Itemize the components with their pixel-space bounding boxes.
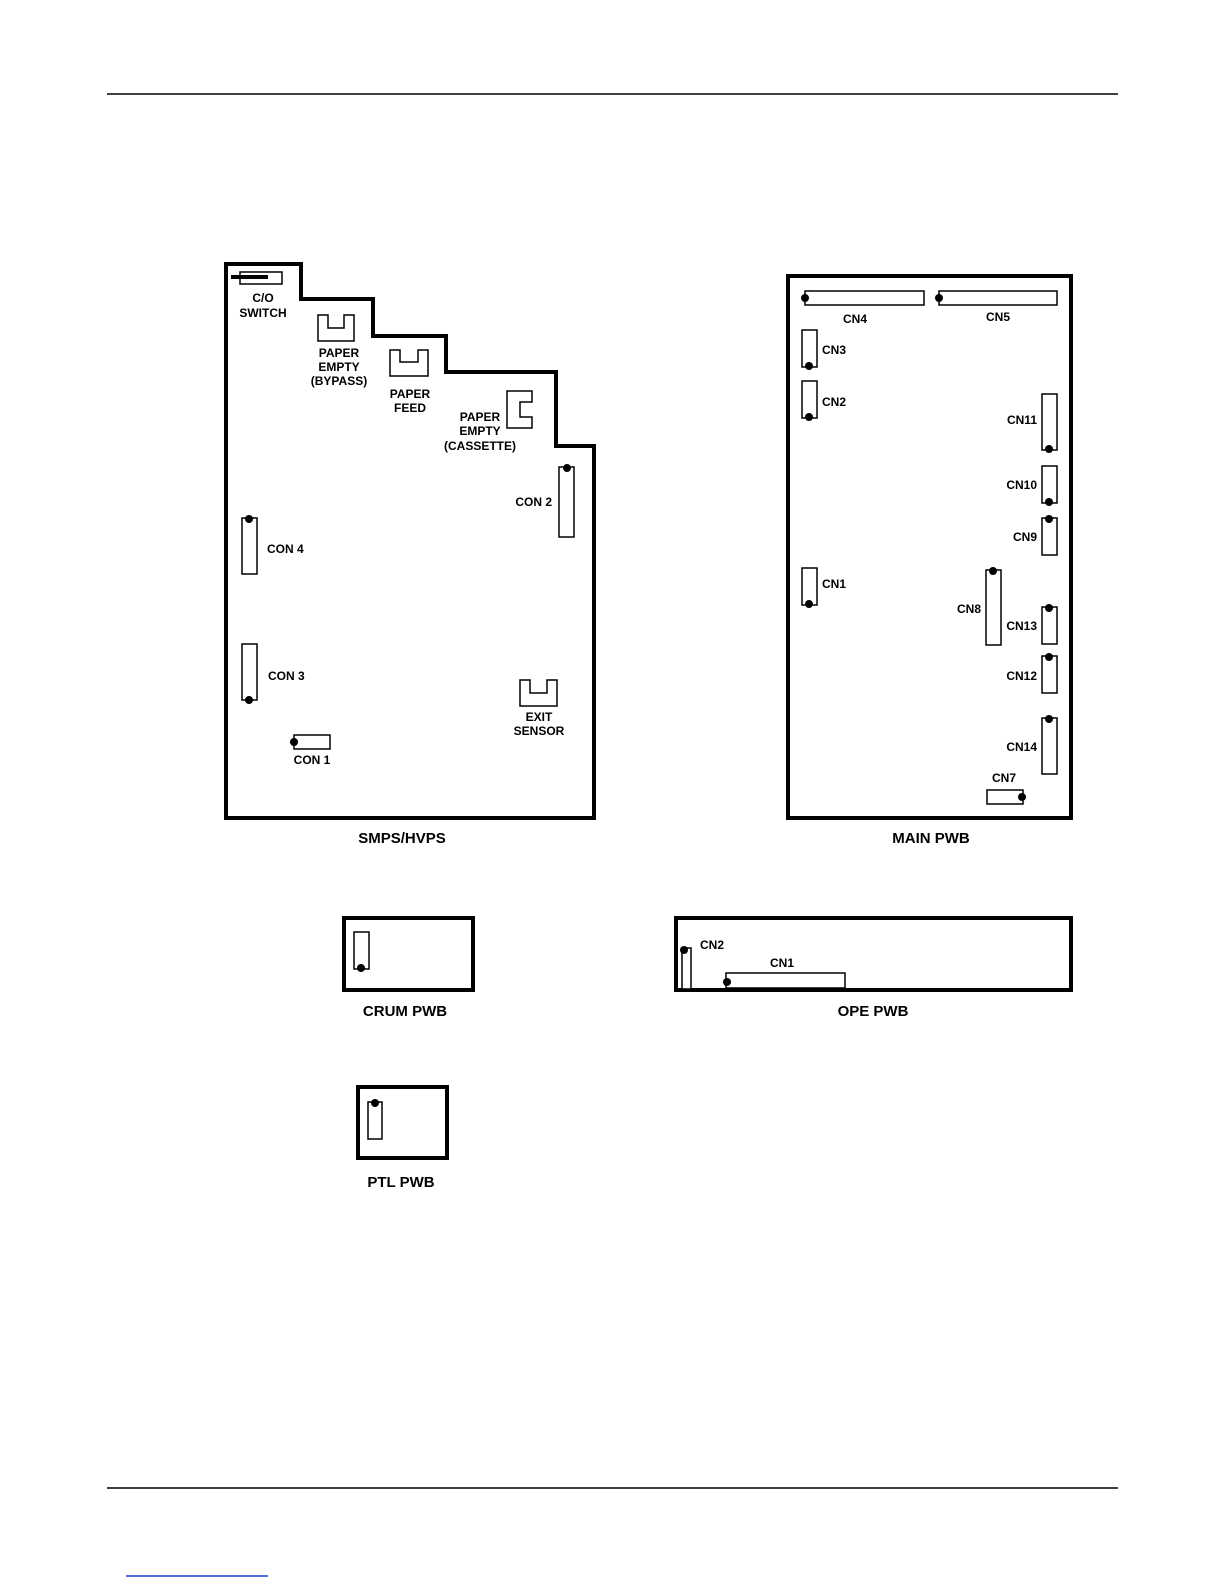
paper-feed-label-1: PAPER <box>390 387 431 401</box>
main-cn1-label: CN1 <box>822 577 846 591</box>
main-cn9-connector <box>1042 518 1057 555</box>
exit-sensor <box>520 680 557 706</box>
main-cn8-label: CN8 <box>957 602 981 616</box>
main-cn11-connector <box>1042 394 1057 450</box>
ope-cn1-connector <box>726 973 845 988</box>
smps-con3-pin1 <box>245 696 253 704</box>
paper-empty-cassette-label-3: (CASSETTE) <box>444 439 516 453</box>
smps-con3-connector <box>242 644 257 700</box>
smps-con1-connector <box>294 735 330 749</box>
main-cn1-connector <box>802 568 817 605</box>
paper-empty-bypass-label-2: EMPTY <box>318 360 359 374</box>
ope-cn2-label: CN2 <box>700 938 724 952</box>
main-board-title: MAIN PWB <box>892 830 970 847</box>
smps-con2-connector <box>559 467 574 537</box>
paper-feed-label-2: FEED <box>394 401 426 415</box>
main-cn7-pin1 <box>1018 793 1026 801</box>
main-cn13-label: CN13 <box>1006 619 1037 633</box>
main-pwb-board: CN4 CN5 CN3 CN2 CN11 CN10 CN9 CN1 CN8 <box>788 276 1071 847</box>
main-board-outline <box>788 276 1071 818</box>
main-cn8-connector <box>986 570 1001 645</box>
smps-con3-label: CON 3 <box>268 669 305 683</box>
main-cn2-pin1 <box>805 413 813 421</box>
smps-con1-pin1 <box>290 738 298 746</box>
ope-cn1-label: CN1 <box>770 956 794 970</box>
smps-con2-pin1 <box>563 464 571 472</box>
main-cn10-pin1 <box>1045 498 1053 506</box>
main-cn9-label: CN9 <box>1013 530 1037 544</box>
ptl-board-title: PTL PWB <box>367 1174 434 1191</box>
exit-sensor-label-1: EXIT <box>526 710 553 724</box>
ptl-pwb-board: PTL PWB <box>358 1087 447 1191</box>
main-cn3-pin1 <box>805 362 813 370</box>
paper-empty-bypass-sensor <box>318 315 354 341</box>
ope-cn1-pin1 <box>723 978 731 986</box>
main-cn8-pin1 <box>989 567 997 575</box>
crum-connector <box>354 932 369 969</box>
paper-empty-cassette-sensor <box>507 391 532 428</box>
main-cn5-label: CN5 <box>986 310 1010 324</box>
paper-empty-bypass-label-3: (BYPASS) <box>311 374 367 388</box>
main-cn13-connector <box>1042 607 1057 644</box>
main-cn12-label: CN12 <box>1006 669 1037 683</box>
smps-board-title: SMPS/HVPS <box>358 830 446 847</box>
main-cn10-connector <box>1042 466 1057 503</box>
main-cn7-label: CN7 <box>992 771 1016 785</box>
main-cn4-label: CN4 <box>843 312 867 326</box>
smps-con2-label: CON 2 <box>515 495 552 509</box>
main-cn1-pin1 <box>805 600 813 608</box>
main-cn14-label: CN14 <box>1006 740 1037 754</box>
ope-cn2-pin1 <box>680 946 688 954</box>
paper-empty-cassette-label-1: PAPER <box>460 410 501 424</box>
smps-con1-label: CON 1 <box>294 753 331 767</box>
co-switch-label-1: C/O <box>252 291 273 305</box>
main-cn14-pin1 <box>1045 715 1053 723</box>
main-cn14-connector <box>1042 718 1057 774</box>
main-cn12-connector <box>1042 656 1057 693</box>
paper-empty-cassette-label-2: EMPTY <box>459 424 500 438</box>
main-cn9-pin1 <box>1045 515 1053 523</box>
smps-hvps-board: C/O SWITCH PAPER EMPTY (BYPASS) PAPER FE… <box>226 262 594 847</box>
main-cn5-pin1 <box>935 294 943 302</box>
main-cn11-label: CN11 <box>1007 413 1037 427</box>
smps-con4-label: CON 4 <box>267 542 304 556</box>
main-cn12-pin1 <box>1045 653 1053 661</box>
main-cn13-pin1 <box>1045 604 1053 612</box>
main-cn5-connector <box>939 291 1057 305</box>
main-cn7-connector <box>987 790 1023 804</box>
main-cn4-pin1 <box>801 294 809 302</box>
main-cn4-connector <box>805 291 924 305</box>
main-cn3-label: CN3 <box>822 343 846 357</box>
crum-connector-pin1 <box>357 964 365 972</box>
smps-con4-connector <box>242 518 257 574</box>
main-cn11-pin1 <box>1045 445 1053 453</box>
smps-con4-pin1 <box>245 515 253 523</box>
ope-pwb-board: CN2 CN1 OPE PWB <box>676 918 1071 1020</box>
paper-feed-sensor <box>390 350 428 376</box>
exit-sensor-label-2: SENSOR <box>514 724 565 738</box>
main-cn10-label: CN10 <box>1006 478 1037 492</box>
co-switch-label-2: SWITCH <box>239 306 286 320</box>
ptl-connector <box>368 1102 382 1139</box>
main-cn3-connector <box>802 330 817 367</box>
main-cn2-connector <box>802 381 817 418</box>
main-cn2-label: CN2 <box>822 395 846 409</box>
ope-board-title: OPE PWB <box>838 1003 909 1020</box>
ptl-connector-pin1 <box>371 1099 379 1107</box>
paper-empty-bypass-label-1: PAPER <box>319 346 360 360</box>
ope-cn2-connector <box>682 948 691 989</box>
crum-pwb-board: CRUM PWB <box>344 918 473 1020</box>
crum-board-title: CRUM PWB <box>363 1003 447 1020</box>
